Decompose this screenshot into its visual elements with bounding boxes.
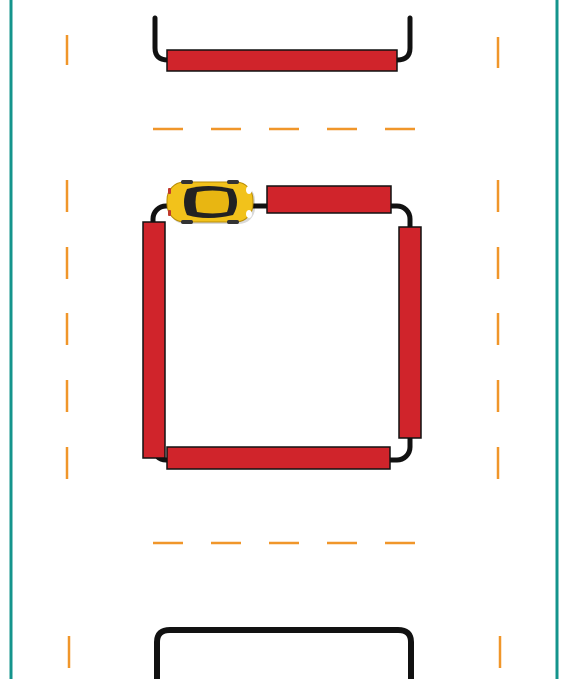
- bottom-block-curb: [154, 627, 414, 679]
- barrier-top-block[interactable]: [166, 49, 398, 72]
- barrier-center-bottom[interactable]: [166, 446, 391, 470]
- board-frame: [9, 0, 559, 679]
- center-block-curb: [150, 203, 413, 463]
- barrier-center-top[interactable]: [266, 185, 392, 214]
- barrier-center-right[interactable]: [398, 226, 422, 439]
- barrier-center-left[interactable]: [142, 221, 166, 459]
- yellow-car-icon[interactable]: [166, 180, 255, 224]
- lane-markings: [65, 35, 502, 668]
